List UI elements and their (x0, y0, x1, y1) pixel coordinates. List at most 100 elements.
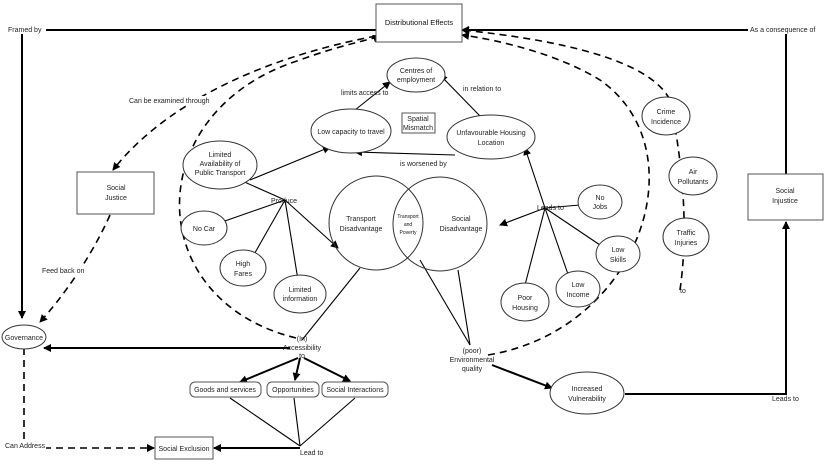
edge-social-leadto (299, 397, 356, 447)
label-feed-back-on: Feed back on (42, 268, 85, 275)
spatial-mismatch-label-2: Mismatch (403, 125, 433, 132)
edge-accessibility-opportunities (292, 357, 301, 381)
edge-vulnerability-injustice (625, 221, 790, 395)
node-environmental-quality: (poor) Environmental quality (450, 348, 495, 373)
label-framed-by: Framed by (8, 27, 42, 34)
edge-accessibility-social-interactions (303, 357, 351, 382)
td-label-1: Transport (346, 216, 376, 223)
node-transport-and-poverty: Transport and Poverty (397, 214, 419, 236)
label-in-relation-to: in relation to (463, 86, 501, 93)
node-goods-and-services: Goods and services (189, 381, 262, 398)
edge-is-worsened-by (354, 148, 456, 157)
edge-leads-to-social (499, 207, 546, 227)
edge-public-transport (239, 179, 286, 201)
edge-no-car (221, 199, 286, 223)
limited-info-label-2: information (283, 296, 318, 303)
edge-low-income (544, 207, 571, 281)
edge-limits-access (354, 81, 391, 111)
low-income-label-1: Low (572, 282, 586, 289)
node-air-pollutants: Air Pollutants (668, 156, 718, 196)
tp-label-2: and (404, 222, 413, 228)
goods-label: Goods and services (194, 387, 256, 394)
edge-sd-env (457, 269, 471, 346)
label-produce: Produce (271, 198, 297, 205)
no-jobs-label-1: No (596, 195, 605, 202)
label-lead-to: Lead to (300, 450, 323, 457)
centres-label-2: employment (397, 77, 435, 84)
lpt-label-3: Public Transport (195, 170, 246, 177)
edge-td-env (419, 259, 471, 346)
edge-accessibility-loop (178, 34, 381, 339)
low-skills-label-1: Low (612, 247, 626, 254)
node-governance: Governance (1, 324, 47, 350)
no-jobs-label-2: Jobs (593, 204, 608, 211)
label-is-worsened-by: is worsened by (400, 161, 447, 168)
housing-label-1: Unfavourable Housing (456, 130, 525, 137)
edge-limited-info (284, 199, 299, 281)
crime-label-2: Incidence (651, 119, 681, 126)
label-leads-to: Leads to (537, 205, 564, 212)
node-distributional-effects: Distributional Effects (375, 3, 463, 43)
edge-poor-housing (524, 207, 546, 286)
node-poor-housing: Poor Housing (500, 282, 550, 322)
label-can-be-examined-through: Can be examined through (129, 98, 210, 105)
edge-disadvantage-accessibility (301, 267, 361, 341)
env-label-3: quality (462, 366, 483, 373)
node-social-disadvantage: Social Disadvantage (392, 176, 488, 272)
social-justice-label-2: Justice (105, 195, 127, 202)
spatial-mismatch-label-1: Spatial (407, 116, 429, 123)
edge-produce-low-capacity (249, 145, 331, 181)
accessibility-label-1: (In) (297, 336, 308, 343)
social-justice-label-1: Social (106, 185, 126, 192)
vulnerability-label-2: Vulnerability (568, 396, 606, 403)
edge-environment-loop (461, 31, 650, 356)
node-limited-information: Limited information (273, 274, 327, 314)
housing-label-2: Location (478, 140, 505, 147)
node-low-skills: Low Skills (595, 235, 641, 273)
node-transport-disadvantage: Transport Disadvantage (328, 175, 424, 271)
sd-label-2: Disadvantage (440, 226, 483, 233)
traffic-label-1: Traffic (676, 230, 696, 237)
env-label-2: Environmental (450, 357, 495, 364)
node-crime-incidence: Crime Incidence (641, 96, 691, 136)
edge-no-jobs (544, 204, 581, 209)
social-interactions-label: Social Interactions (326, 387, 384, 394)
node-opportunities: Opportunities (266, 381, 320, 398)
node-low-income: Low Income (555, 270, 601, 308)
high-fares-label-1: High (236, 261, 251, 268)
lpt-label-1: Limited (209, 152, 232, 159)
edge-crime-chain (461, 26, 685, 291)
node-accessibility: (In) Accessibility to (283, 336, 322, 360)
social-injustice-label-2: Injustice (772, 198, 798, 205)
node-social-injustice: Social Injustice (747, 173, 824, 221)
node-unfavourable-housing-location: Unfavourable Housing Location (446, 114, 536, 160)
social-exclusion-label: Social Exclusion (159, 446, 210, 453)
tp-label-1: Transport (397, 214, 419, 220)
tp-label-3: Poverty (400, 230, 417, 236)
node-social-justice: Social Justice (76, 171, 155, 215)
node-high-fares: High Fares (219, 249, 267, 287)
edge-in-relation-to (439, 74, 481, 117)
node-increased-vulnerability: Increased Vulnerability (549, 371, 625, 415)
limited-info-label-1: Limited (289, 287, 312, 294)
node-low-capacity-to-travel: Low capacity to travel (310, 108, 392, 154)
label-limits-access-to: limits access to (341, 90, 389, 97)
low-income-label-2: Income (567, 292, 590, 299)
low-capacity-label: Low capacity to travel (317, 129, 385, 136)
node-social-interactions: Social Interactions (321, 381, 389, 398)
edge-produce-transport-disadvantage (284, 199, 339, 249)
edge-high-fares (251, 199, 286, 259)
poor-housing-label-1: Poor (518, 295, 533, 302)
node-social-exclusion: Social Exclusion (154, 436, 214, 460)
td-label-2: Disadvantage (340, 226, 383, 233)
centres-label-1: Centres of (400, 68, 432, 75)
edge-accessibility-goods (239, 357, 299, 384)
governance-label: Governance (5, 335, 43, 342)
air-label-2: Pollutants (678, 179, 709, 186)
node-centres-of-employment: Centres of employment (386, 57, 446, 93)
high-fares-label-2: Fares (234, 271, 252, 278)
accessibility-label-3: to (299, 353, 305, 360)
edge-leads-to-housing (523, 147, 546, 209)
edge-can-be-examined-through (112, 35, 377, 171)
edge-can-address (23, 348, 155, 452)
